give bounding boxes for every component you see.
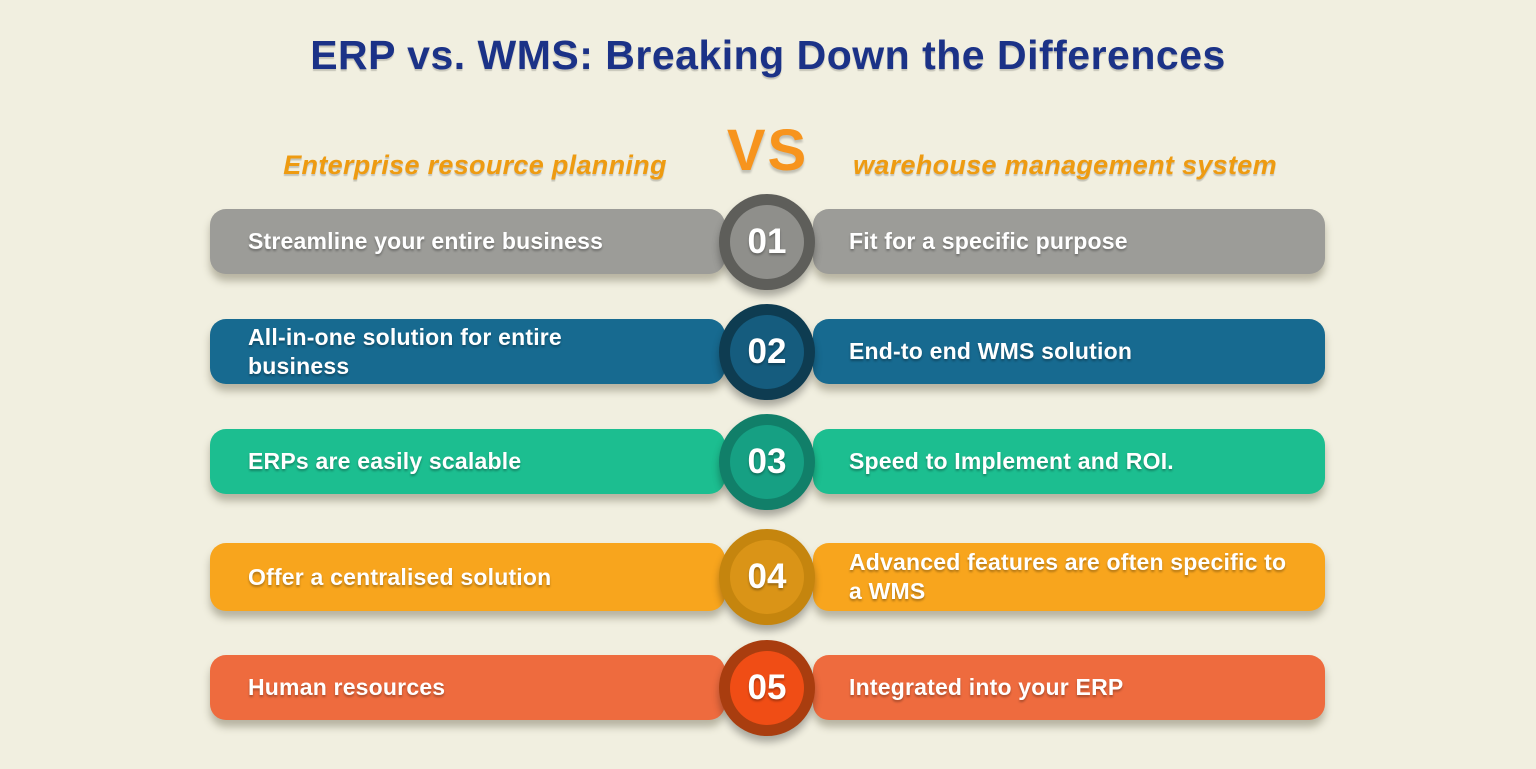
- erp-bar-label: Streamline your entire business: [248, 228, 604, 255]
- erp-bar: Human resources: [210, 655, 725, 720]
- number-badge-label: 01: [747, 221, 787, 261]
- column-header-wms: warehouse management system: [853, 150, 1277, 180]
- wms-bar: Fit for a specific purpose: [813, 209, 1325, 274]
- wms-bar: Integrated into your ERP: [813, 655, 1325, 720]
- column-header-erp: Enterprise resource planning: [283, 150, 667, 180]
- wms-bar: End-to end WMS solution: [813, 319, 1325, 384]
- page-title: ERP vs. WMS: Breaking Down the Differenc…: [310, 32, 1226, 78]
- number-badge-inner: 01: [730, 204, 804, 279]
- erp-bar-label: Human resources: [248, 674, 446, 701]
- comparison-row: ERPs are easily scalable Speed to Implem…: [0, 413, 1536, 510]
- number-badge: 05: [719, 639, 815, 736]
- wms-bar: Advanced features are often specific to …: [813, 543, 1325, 611]
- number-badge-label: 04: [747, 557, 787, 596]
- wms-bar-label: Fit for a specific purpose: [849, 228, 1128, 255]
- number-badge-label: 02: [747, 331, 787, 371]
- comparison-row: All-in-one solution for entire business …: [0, 303, 1536, 400]
- erp-bar: ERPs are easily scalable: [210, 429, 725, 494]
- number-badge-inner: 04: [730, 540, 804, 614]
- erp-bar: All-in-one solution for entire business: [210, 319, 725, 384]
- vs-label: VS: [726, 118, 809, 183]
- number-badge-inner: 03: [730, 424, 804, 499]
- number-badge: 04: [719, 529, 815, 625]
- wms-bar: Speed to Implement and ROI.: [813, 429, 1325, 494]
- number-badge: 01: [719, 193, 815, 290]
- comparison-row: Offer a centralised solution Advanced fe…: [0, 529, 1536, 625]
- comparison-row: Streamline your entire business Fit for …: [0, 193, 1536, 290]
- wms-bar-label: End-to end WMS solution: [849, 338, 1133, 365]
- wms-bar-label: Speed to Implement and ROI.: [849, 448, 1174, 475]
- wms-bar-label: Advanced features are often specific to …: [849, 549, 1287, 604]
- erp-bar-label: All-in-one solution for entire business: [248, 323, 562, 379]
- wms-bar-label: Integrated into your ERP: [849, 674, 1124, 701]
- erp-bar-label: ERPs are easily scalable: [248, 448, 522, 475]
- number-badge-inner: 02: [730, 314, 804, 389]
- erp-bar: Offer a centralised solution: [210, 543, 725, 611]
- erp-bar: Streamline your entire business: [210, 209, 725, 274]
- number-badge: 03: [719, 413, 815, 510]
- number-badge: 02: [719, 303, 815, 400]
- number-badge-label: 05: [747, 667, 787, 707]
- erp-bar-label: Offer a centralised solution: [248, 563, 552, 590]
- number-badge-label: 03: [747, 441, 787, 481]
- number-badge-inner: 05: [730, 650, 804, 725]
- comparison-row: Human resources Integrated into your ERP…: [0, 639, 1536, 736]
